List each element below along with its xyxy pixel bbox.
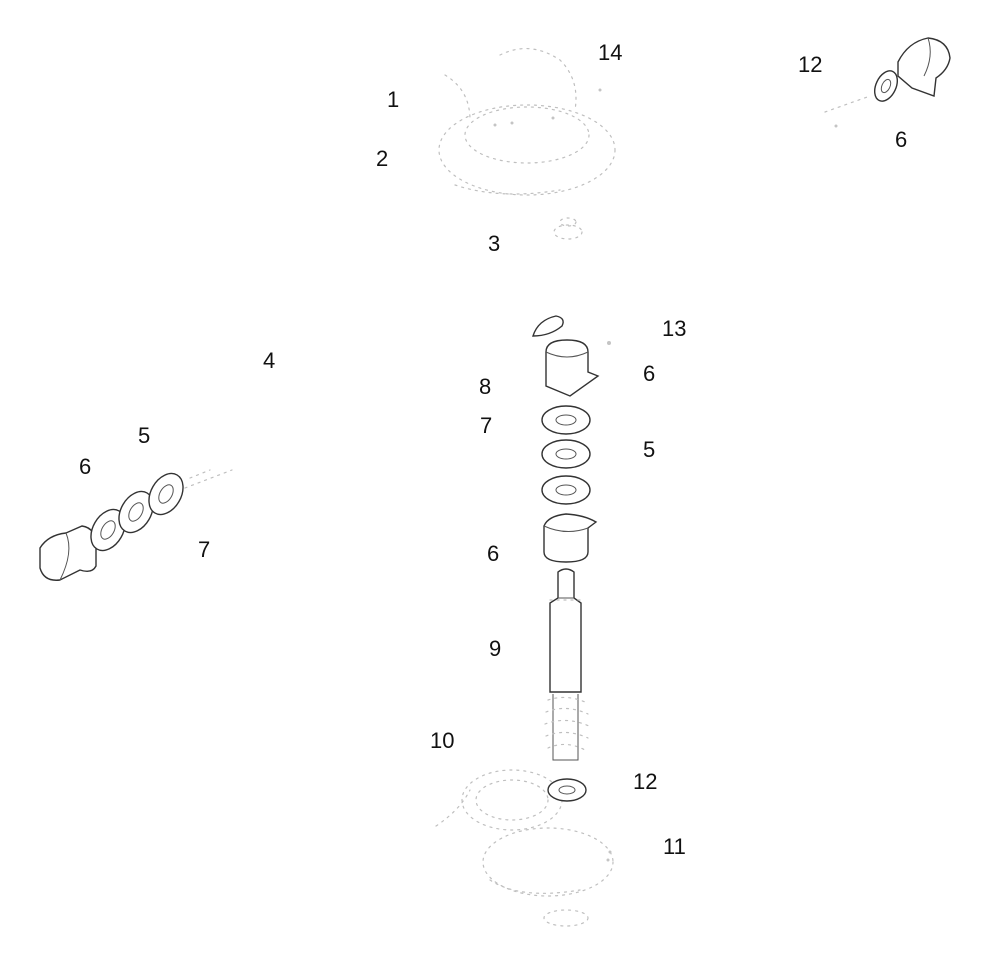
callout-14: 14 bbox=[598, 40, 622, 65]
callout-6-mid: 6 bbox=[643, 361, 655, 386]
callout-5-mid: 5 bbox=[643, 437, 655, 462]
callout-7-mid: 7 bbox=[480, 413, 492, 438]
callout-6-low: 6 bbox=[487, 541, 499, 566]
bottom-washer bbox=[547, 778, 587, 802]
callout-5-left: 5 bbox=[138, 423, 150, 448]
bottom-housing-ghost bbox=[482, 827, 614, 927]
callout-9: 9 bbox=[489, 636, 501, 661]
left-shaft-ghost bbox=[184, 469, 233, 489]
lower-bushing bbox=[543, 513, 598, 563]
callout-2: 2 bbox=[376, 146, 388, 171]
upper-bushing bbox=[545, 339, 600, 397]
callout-10: 10 bbox=[430, 728, 454, 753]
fastener-ghost bbox=[553, 217, 583, 240]
shaft bbox=[549, 568, 582, 761]
left-assembly bbox=[39, 472, 184, 581]
callout-13: 13 bbox=[662, 316, 686, 341]
callout-8: 8 bbox=[479, 374, 491, 399]
key-part bbox=[532, 315, 564, 337]
callout-6-left: 6 bbox=[79, 454, 91, 479]
ghost-mark bbox=[607, 341, 611, 345]
callout-1: 1 bbox=[387, 87, 399, 112]
callout-11: 11 bbox=[663, 834, 686, 859]
callout-6-top: 6 bbox=[895, 127, 907, 152]
callout-12-bottom: 12 bbox=[633, 769, 657, 794]
worm-thread bbox=[544, 696, 590, 751]
housing-ghost bbox=[438, 47, 616, 196]
gear-ghost bbox=[435, 769, 563, 831]
right-assembly bbox=[873, 37, 951, 102]
callout-4: 4 bbox=[263, 348, 275, 373]
callout-3: 3 bbox=[488, 231, 500, 256]
callout-7-left: 7 bbox=[198, 537, 210, 562]
callout-12-top: 12 bbox=[798, 52, 822, 77]
right-axis-ghost bbox=[824, 95, 871, 113]
washer-stack bbox=[541, 405, 591, 505]
